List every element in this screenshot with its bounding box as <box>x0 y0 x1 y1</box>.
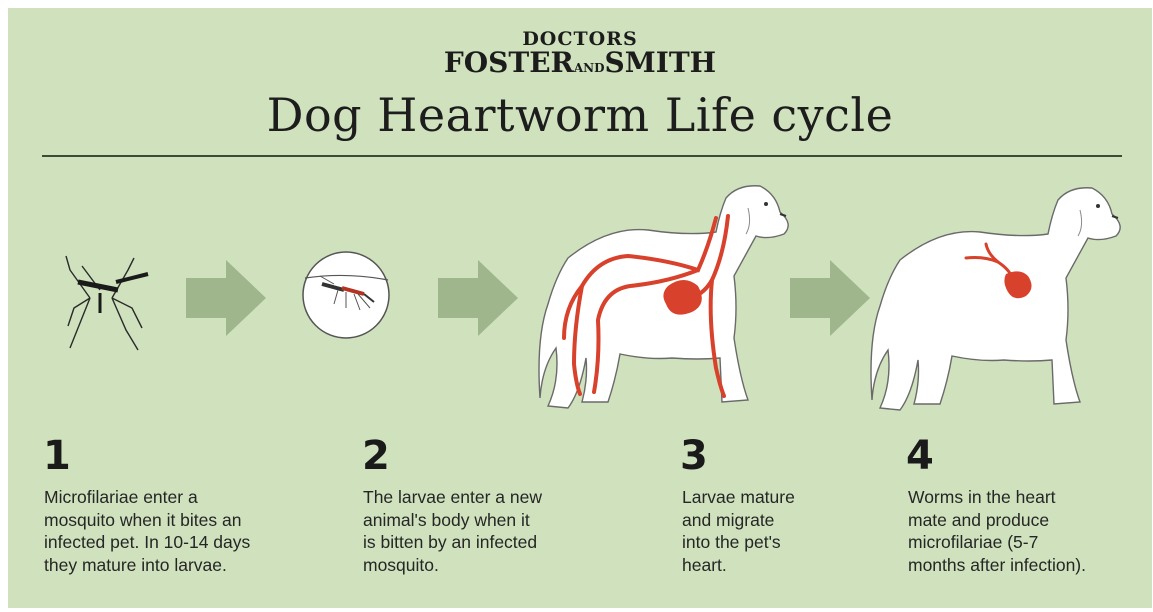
step-3-line: and migrate <box>682 509 795 532</box>
step-1-number: 1 <box>43 436 71 476</box>
step-1-description: Microfilariae enter a mosquito when it b… <box>44 486 250 576</box>
step-1-line: Microfilariae enter a <box>44 486 250 509</box>
infographic-panel: DOCTORS FOSTERANDSMITH Dog Heartworm Lif… <box>8 8 1152 608</box>
step-3-description: Larvae mature and migrate into the pet's… <box>682 486 795 576</box>
arrow-right-icon <box>186 260 266 336</box>
step-4-line: Worms in the heart <box>908 486 1086 509</box>
step-2-line: mosquito. <box>363 554 542 577</box>
mosquito-icon <box>66 256 148 350</box>
step-3-line: into the pet's <box>682 531 795 554</box>
step-1-line: they mature into larvae. <box>44 554 250 577</box>
step-2-line: animal's body when it <box>363 509 542 532</box>
step-1-line: mosquito when it bites an <box>44 509 250 532</box>
step-2-line: is bitten by an infected <box>363 531 542 554</box>
step-3-number: 3 <box>680 436 708 476</box>
step-4-number: 4 <box>906 436 934 476</box>
dog-migration-icon <box>539 186 788 408</box>
step-1-line: infected pet. In 10-14 days <box>44 531 250 554</box>
step-3-line: Larvae mature <box>682 486 795 509</box>
step-2-description: The larvae enter a new animal's body whe… <box>363 486 542 576</box>
step-4-line: months after infection). <box>908 554 1086 577</box>
step-4-description: Worms in the heart mate and produce micr… <box>908 486 1086 576</box>
step-2-line: The larvae enter a new <box>363 486 542 509</box>
mosquito-bite-icon <box>303 252 389 338</box>
step-4-line: mate and produce <box>908 509 1086 532</box>
dog-heart-icon <box>871 188 1120 410</box>
step-2-number: 2 <box>362 436 390 476</box>
arrow-right-icon <box>438 260 518 336</box>
step-4-line: microfilariae (5-7 <box>908 531 1086 554</box>
arrow-right-icon <box>790 260 870 336</box>
step-3-line: heart. <box>682 554 795 577</box>
